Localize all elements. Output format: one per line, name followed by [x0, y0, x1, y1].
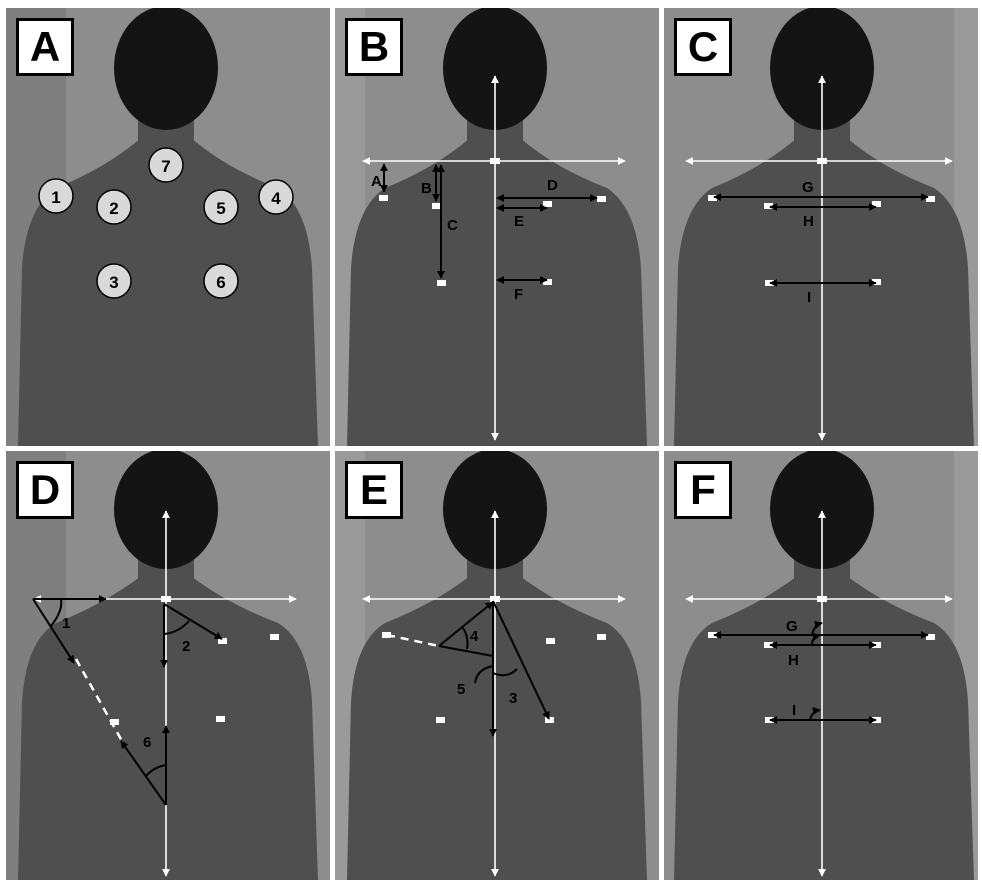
landmark-1-label: 1 — [51, 188, 60, 207]
panel-label-c: C — [674, 18, 732, 76]
panel-label-f: F — [674, 461, 732, 519]
panel-e: 4 5 3 E — [335, 451, 659, 880]
measure-i-label-f: I — [792, 702, 796, 719]
measure-h-label: H — [803, 213, 814, 230]
angle-6-label: 6 — [143, 734, 151, 751]
panel-f: G H I F — [664, 451, 978, 880]
measure-b-label: B — [421, 180, 432, 197]
panel-a: 1 2 3 4 5 6 7 A — [6, 8, 330, 446]
measure-g-label-f: G — [786, 618, 798, 635]
measure-h-label-f: H — [788, 652, 799, 669]
angle-5-label: 5 — [457, 681, 465, 698]
torso-e — [347, 576, 647, 880]
landmark-2-label: 2 — [109, 199, 118, 218]
torso-f — [674, 576, 974, 880]
measure-e-label: E — [514, 213, 524, 230]
measure-c-label: C — [447, 217, 458, 234]
measure-d-label: D — [547, 177, 558, 194]
measure-g-label: G — [802, 179, 814, 196]
angle-4-label: 4 — [470, 628, 479, 645]
landmark-6-label: 6 — [216, 273, 225, 292]
panel-b: A B C D E F B — [335, 8, 659, 446]
landmark-4-label: 4 — [271, 189, 281, 208]
measure-f-label: F — [514, 286, 523, 303]
landmark-7-label: 7 — [161, 157, 170, 176]
landmark-3-label: 3 — [109, 273, 118, 292]
panel-c: G H I C — [664, 8, 978, 446]
angle-2-label: 2 — [182, 638, 190, 655]
panel-label-a: A — [16, 18, 74, 76]
panel-label-d: D — [16, 461, 74, 519]
measure-i-label: I — [807, 289, 811, 306]
angle-3-label: 3 — [509, 690, 517, 707]
angle-1-label: 1 — [62, 615, 70, 632]
measure-a-label: A — [371, 173, 382, 190]
panel-d: 1 2 6 D — [6, 451, 330, 880]
head-hair-a — [114, 8, 218, 130]
landmark-5-label: 5 — [216, 199, 225, 218]
panel-label-e: E — [345, 461, 403, 519]
panel-label-b: B — [345, 18, 403, 76]
